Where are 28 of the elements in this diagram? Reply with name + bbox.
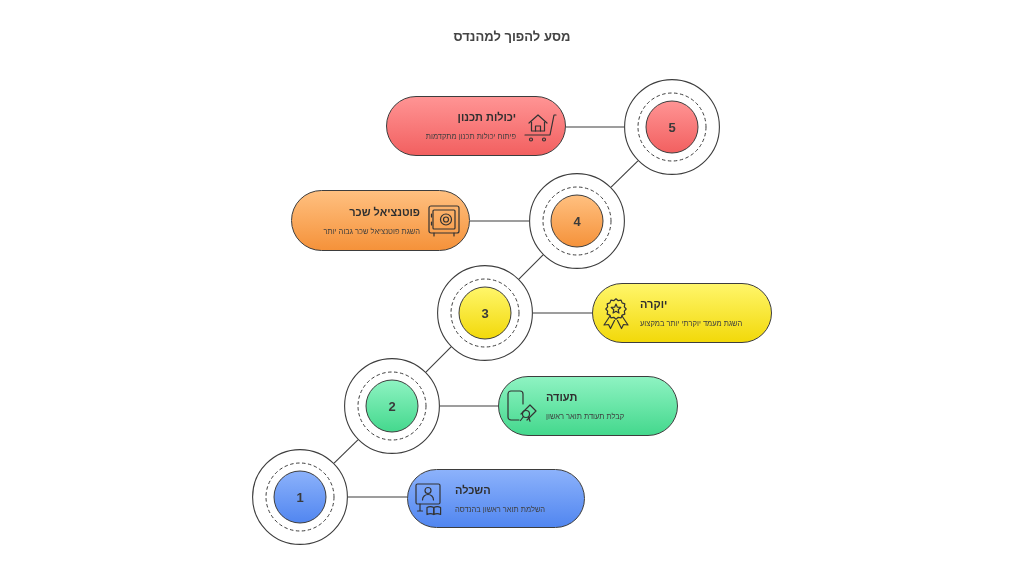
connector-line: [610, 160, 639, 188]
card-heading: יוקרה: [640, 298, 668, 311]
step-number: 2: [388, 398, 396, 414]
step-circle: [437, 265, 533, 361]
connector-line: [347, 496, 408, 498]
step-number: 4: [573, 213, 581, 229]
connector-line: [425, 346, 452, 373]
connector-line: [469, 220, 530, 222]
step-circle: [624, 79, 720, 175]
card-heading: פוטנציאל שכר: [349, 205, 420, 219]
card-heading: יכולות תכנון: [457, 111, 516, 124]
step-card: [386, 96, 566, 156]
connector-line: [333, 439, 359, 464]
step-card: [498, 376, 678, 436]
step-circle: [344, 358, 440, 454]
diagram-title: מסע להפוך למהנדס: [453, 29, 571, 45]
step-circle: [252, 449, 348, 545]
connector-line: [565, 126, 625, 128]
connector-line: [439, 405, 499, 407]
card-heading: השכלה: [455, 483, 491, 497]
step-number: 3: [481, 305, 489, 321]
connector-line: [532, 312, 593, 314]
step-number: 5: [668, 119, 676, 135]
connector-line: [518, 254, 544, 280]
step-circle: [529, 173, 625, 269]
step-number: 1: [296, 489, 304, 505]
step-card: [592, 283, 772, 343]
card-heading: תעודה: [546, 391, 578, 404]
